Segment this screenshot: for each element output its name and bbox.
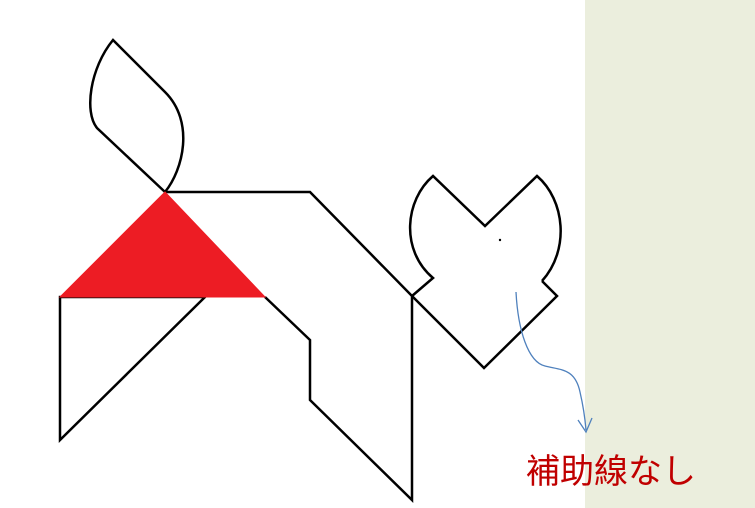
head-square xyxy=(411,280,559,370)
pointer-arrowhead xyxy=(577,417,593,434)
caption-label: 補助線なし xyxy=(526,452,696,492)
head-outline xyxy=(408,174,562,297)
center-dot xyxy=(498,238,502,242)
pointer-arrow xyxy=(515,291,587,431)
body-outline xyxy=(165,190,414,503)
figure-background xyxy=(0,0,585,508)
highlighted-triangle xyxy=(58,191,267,298)
tail-shape xyxy=(89,38,185,194)
